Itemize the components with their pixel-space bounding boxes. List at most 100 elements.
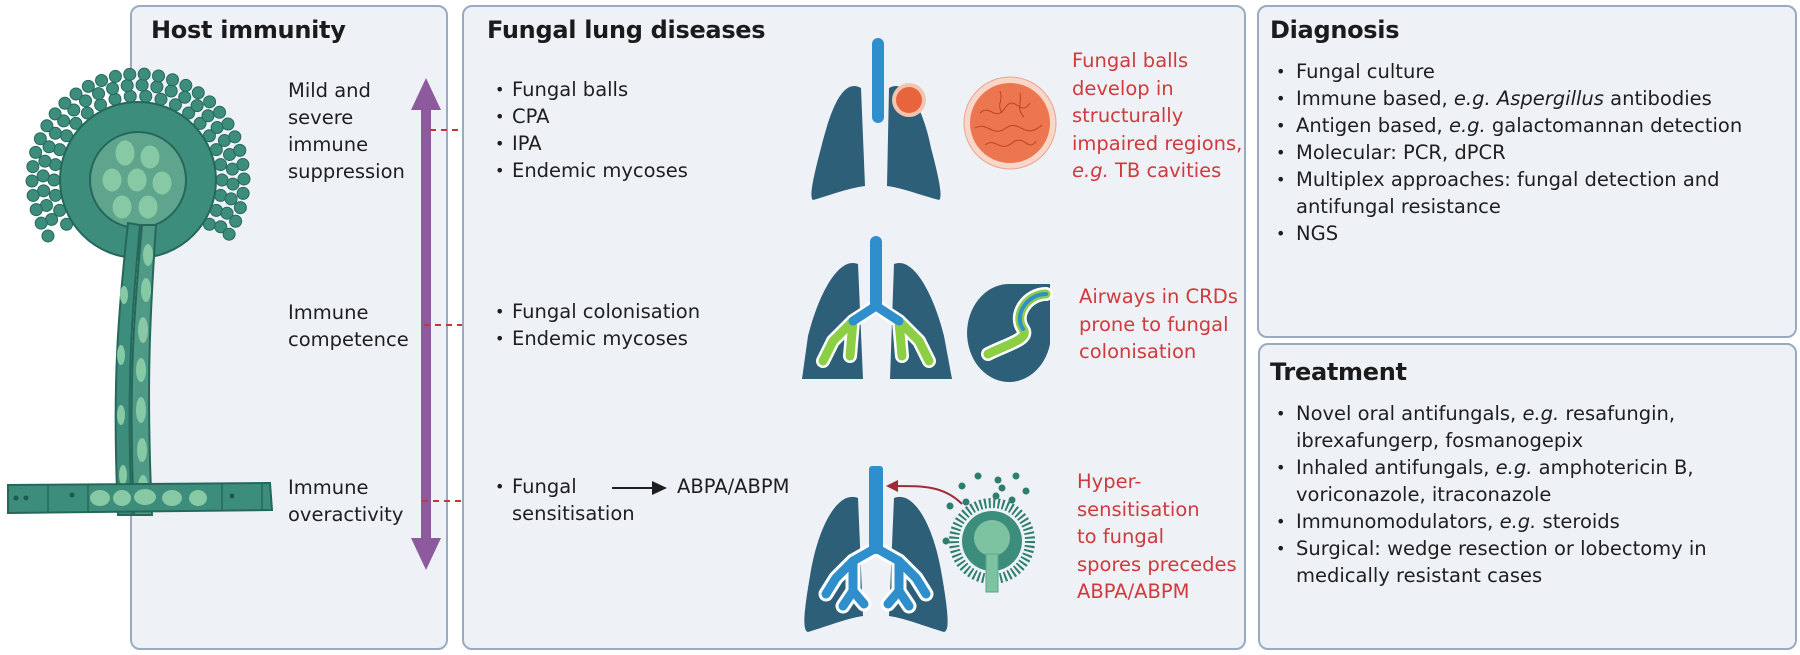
spore-icon: [123, 89, 137, 103]
list-item: IPA: [495, 130, 688, 157]
list-item: • Fungal sensitisation: [495, 475, 635, 525]
list-item: Immunomodulators, e.g. steroids: [1274, 508, 1707, 535]
spore-icon: [190, 99, 204, 113]
spore-icon: [57, 114, 71, 128]
spore-icon: [69, 87, 83, 101]
spore-icon: [95, 73, 109, 87]
spore-icon: [40, 119, 54, 133]
immune-level-competence: Immune competence: [288, 301, 409, 351]
immune-level-suppression: Mild and severe immune suppression: [288, 79, 405, 183]
spore-icon: [201, 109, 215, 123]
foot-cell-hypha-icon: [7, 481, 274, 515]
conidiophore-head-icon: [25, 67, 251, 259]
spore-icon: [236, 186, 250, 200]
list-item: NGS: [1274, 220, 1742, 247]
spore-icon: [48, 107, 62, 121]
spore-icon: [47, 173, 61, 187]
spore-icon: [150, 80, 164, 94]
list-item: Fungal culture: [1274, 58, 1742, 85]
spore-icon: [215, 173, 229, 187]
spore-icon: [34, 216, 48, 230]
abpa-abpm-label: ABPA/ABPM: [677, 475, 790, 498]
spore-icon: [48, 126, 62, 140]
list-item: Endemic mycoses: [495, 157, 688, 184]
spore-icon: [213, 105, 227, 119]
lungs-colonised-airways-icon: [802, 236, 952, 379]
spore-icon: [29, 145, 43, 159]
spore-icon: [33, 132, 47, 146]
caption-fungal-balls: Fungal balls develop in structurally imp…: [1072, 49, 1243, 182]
progression-arrow-icon: [612, 481, 667, 495]
spore-icon: [228, 130, 242, 144]
spore-icon: [48, 188, 62, 202]
disease-list-competence: Fungal colonisation Endemic mycoses: [495, 298, 700, 352]
spore-icon: [221, 117, 235, 131]
list-item: Inhaled antifungals, e.g. amphotericin B…: [1274, 454, 1707, 508]
list-item: Fungal balls: [495, 76, 688, 103]
spore-icon: [26, 188, 40, 202]
spore-icon: [214, 158, 228, 172]
lungs-sensitisation-icon: [804, 466, 948, 632]
spore-icon: [178, 90, 192, 104]
disease-list-overactivity: • Fungal sensitisation: [495, 473, 635, 527]
diagnosis-title: Diagnosis: [1270, 16, 1400, 44]
spore-icon: [137, 67, 151, 81]
list-item: Immune based, e.g. Aspergillus antibodie…: [1274, 85, 1742, 112]
spore-icon: [123, 67, 137, 81]
spore-icon: [41, 229, 55, 243]
spore-icon: [92, 87, 106, 101]
spore-icon: [224, 192, 238, 206]
spore-icon: [233, 143, 247, 157]
aspergillus-illustration: [7, 67, 274, 516]
spore-icon: [36, 169, 50, 183]
spore-icon: [220, 206, 234, 220]
disease-list-suppression: Fungal balls CPA IPA Endemic mycoses: [495, 76, 688, 184]
immune-spectrum-arrow-icon: [411, 78, 441, 570]
spore-icon: [229, 214, 243, 228]
spore-icon: [179, 78, 193, 92]
lungs-fungal-ball-icon: [811, 38, 941, 200]
list-item: CPA: [495, 103, 688, 130]
host-immunity-title: Host immunity: [151, 16, 346, 44]
hypha-stalk-icon: [114, 221, 158, 516]
spore-icon: [191, 86, 205, 100]
spore-icon: [29, 203, 43, 217]
spore-icon: [203, 95, 217, 109]
fungal-ball-closeup-icon: [963, 76, 1057, 170]
caption-sensitisation: Hyper- sensitisation to fungal spores pr…: [1077, 470, 1237, 603]
spore-icon: [210, 121, 224, 135]
spore-icon: [120, 79, 134, 93]
spore-icon: [67, 103, 81, 117]
spore-icon: [81, 79, 95, 93]
spore-icon: [166, 73, 180, 87]
colonised-airway-closeup-icon: [967, 283, 1053, 382]
spore-icon: [58, 96, 72, 110]
spore-icon: [79, 94, 93, 108]
spore-icon: [182, 106, 196, 120]
spore-icon: [38, 154, 52, 168]
spore-inhalation-arrow-icon: [886, 480, 963, 505]
list-item: Fungal colonisation: [495, 298, 700, 325]
spore-icon: [236, 158, 250, 172]
spore-icon: [26, 160, 40, 174]
spore-icon: [139, 89, 153, 103]
list-item: Novel oral antifungals, e.g. resafungin,…: [1274, 400, 1707, 454]
spore-icon: [108, 69, 122, 83]
list-item: Surgical: wedge resection or lobectomy i…: [1274, 535, 1707, 589]
spore-icon: [226, 177, 240, 191]
spore-icon: [152, 69, 166, 83]
treatment-title: Treatment: [1270, 358, 1407, 386]
list-item: Multiplex approaches: fungal detection a…: [1274, 166, 1742, 220]
treatment-list: Novel oral antifungals, e.g. resafungin,…: [1274, 400, 1707, 589]
fungal-lung-diseases-title: Fungal lung diseases: [487, 16, 766, 44]
spore-icon: [106, 81, 120, 95]
spore-icon: [193, 116, 207, 130]
spore-icon: [164, 84, 178, 98]
spore-icon: [222, 227, 236, 241]
list-item: Endemic mycoses: [495, 325, 700, 352]
list-item: Antigen based, e.g. galactomannan detect…: [1274, 112, 1742, 139]
spore-icon: [233, 201, 247, 215]
spore-icon: [42, 140, 56, 154]
spore-icon: [237, 172, 251, 186]
caption-colonisation: Airways in CRDs prone to fungal colonisa…: [1079, 285, 1238, 363]
